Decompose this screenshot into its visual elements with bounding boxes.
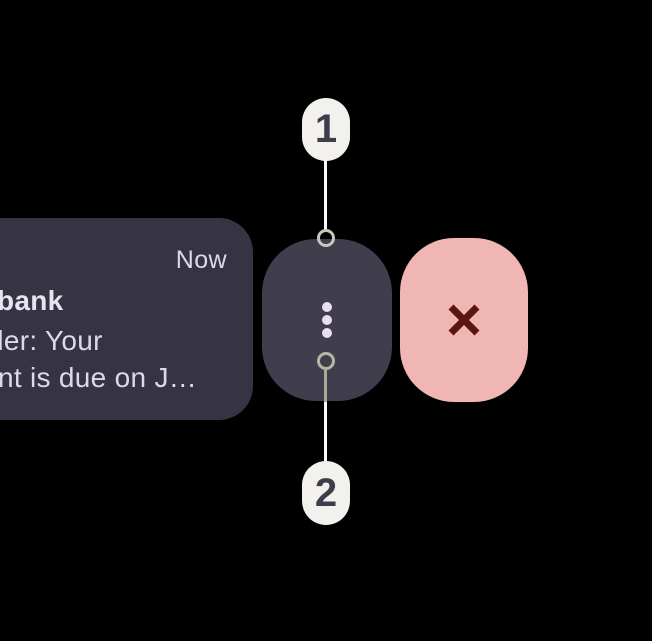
notification-timestamp: Now	[175, 246, 227, 274]
kebab-dot	[322, 328, 332, 338]
notification-body-line1: der: Your	[0, 325, 103, 356]
kebab-menu-icon	[322, 302, 332, 338]
callout-2-target-ring	[317, 352, 335, 370]
dismiss-button[interactable]	[400, 238, 528, 402]
callout-2-connector-line-upper	[324, 369, 327, 403]
callout-1-connector-line	[324, 159, 327, 230]
callout-badge-2: 2	[302, 461, 350, 525]
kebab-dot	[322, 302, 332, 312]
notification-card[interactable]: Now bank der: Your nt is due on J…	[0, 218, 253, 420]
callout-1-number: 1	[314, 107, 338, 151]
callout-2-number: 2	[314, 470, 338, 515]
notification-body-line2: nt is due on J…	[0, 362, 198, 393]
callout-1-target-ring	[317, 229, 335, 247]
more-options-button[interactable]	[262, 239, 392, 401]
callout-badge-1: 1	[302, 98, 350, 161]
notification-app-title: bank	[0, 285, 64, 316]
close-icon	[448, 304, 480, 336]
callout-2-connector-line-lower	[324, 402, 327, 462]
kebab-dot	[322, 315, 332, 325]
